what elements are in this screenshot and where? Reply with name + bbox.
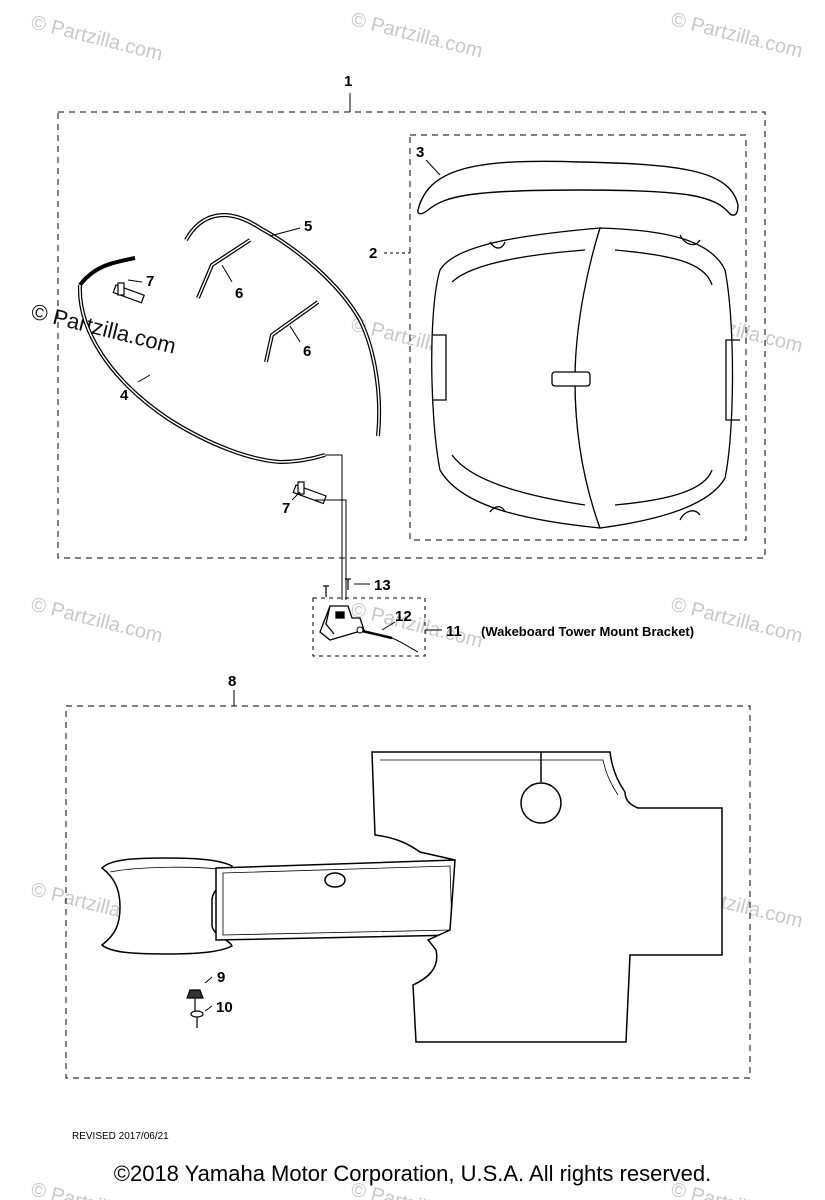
part-8-mat-middle	[215, 859, 459, 941]
leader-7b	[291, 491, 301, 501]
leader-4	[137, 374, 151, 383]
part-7-bracket-upper	[112, 282, 145, 304]
leader-5	[269, 227, 301, 237]
group-1-frame	[57, 111, 766, 559]
watermark: © Partzilla.com	[29, 594, 165, 648]
callout-4: 4	[120, 387, 129, 404]
callout-5: 5	[304, 218, 312, 235]
part-4-tube-highlight	[79, 284, 326, 463]
callout-9: 9	[217, 969, 225, 986]
part-8-mat-rear	[371, 751, 723, 1043]
callout-3: 3	[416, 144, 424, 161]
callout-13: 13	[374, 577, 391, 594]
group-8-frame	[65, 705, 751, 1079]
part-8-mat-front	[100, 857, 233, 955]
leader-6a	[221, 264, 233, 283]
watermark: © Partzilla.com	[669, 594, 805, 648]
watermark-dark: © Partzilla.com	[29, 299, 179, 359]
leader-6b	[289, 325, 301, 343]
group-2-frame	[409, 134, 747, 541]
part-3-tower-cap	[417, 160, 739, 216]
copyright-notice: ©2018 Yamaha Motor Corporation, U.S.A. A…	[113, 1161, 712, 1186]
watermark: © Partzilla.com	[349, 599, 485, 653]
leader-9	[204, 976, 213, 984]
assembly-line-b	[315, 499, 347, 600]
part-7-bracket-lower	[292, 481, 327, 505]
part-2-tower-cover	[431, 227, 740, 529]
leader-7a	[127, 279, 143, 283]
group-11-frame	[312, 597, 426, 657]
part-6-strut-upper	[196, 238, 252, 299]
callout-8: 8	[228, 673, 236, 690]
part-6-strut-lower	[264, 300, 320, 363]
callout-10: 10	[216, 999, 233, 1016]
leader-12	[381, 621, 396, 631]
callout-2: 2	[369, 245, 377, 262]
callout-7-lower: 7	[282, 500, 290, 517]
watermark: © Partzilla.com	[669, 9, 805, 63]
leader-3	[425, 159, 441, 176]
callout-11: 11	[446, 623, 462, 640]
callout-7-upper: 7	[146, 273, 154, 290]
callout-1: 1	[344, 73, 352, 90]
part-10-washer	[190, 1010, 204, 1028]
assembly-line-a	[325, 454, 343, 600]
revision-date: REVISED 2017/06/21	[72, 1131, 169, 1142]
watermark: © Partzilla.com	[349, 9, 485, 63]
part-11-mount-bracket	[319, 605, 365, 641]
part-9-snap	[186, 989, 204, 1012]
callout-6-lower: 6	[303, 343, 311, 360]
watermark: © Partzilla.com	[29, 12, 165, 66]
leader-10	[204, 1005, 213, 1012]
callout-12: 12	[395, 608, 412, 625]
part-5-tube-highlight	[185, 214, 380, 437]
part-12-pin	[356, 626, 419, 653]
part-13-screws	[323, 578, 351, 597]
bracket-note: (Wakeboard Tower Mount Bracket)	[481, 624, 694, 639]
callout-6-upper: 6	[235, 285, 243, 302]
